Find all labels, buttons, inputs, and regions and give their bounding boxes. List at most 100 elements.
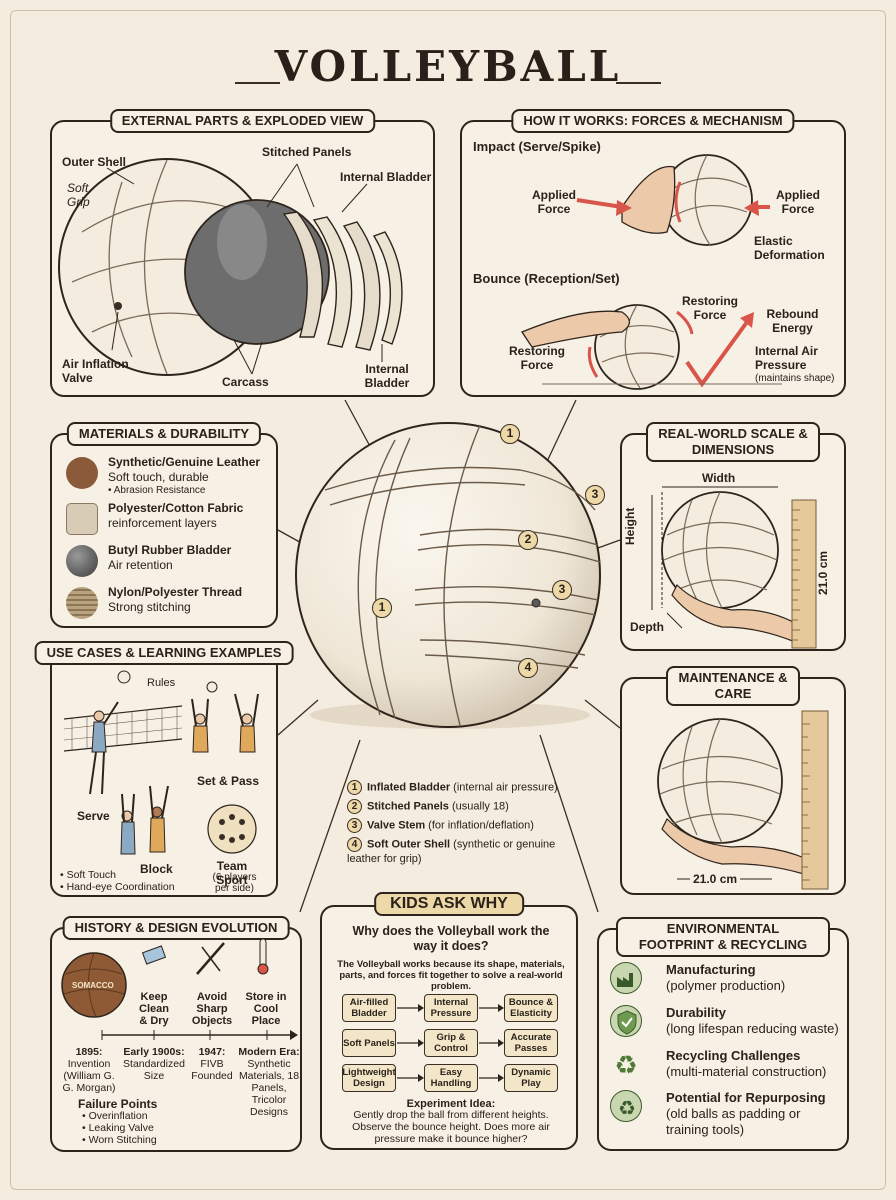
- timeline-entry: Modern Era:Synthetic Materials, 18 Panel…: [238, 1046, 300, 1118]
- use-cases-panel: USE CASES & LEARNING EXAMPLES Rules Set …: [34, 641, 294, 897]
- timeline-date: Modern Era:: [238, 1046, 300, 1058]
- kids-answer: The Volleyball works because its shape, …: [337, 959, 565, 992]
- flow-box: Dynamic Play: [504, 1064, 558, 1092]
- impact-label: Impact (Serve/Spike): [473, 139, 601, 154]
- maintains-shape-label: (maintains shape): [755, 373, 835, 384]
- serve-label: Serve: [77, 809, 110, 823]
- material-desc: reinforcement layers: [108, 516, 217, 530]
- timeline-date: Early 1900s:: [123, 1046, 185, 1058]
- air-valve-label: Air Inflation Valve: [62, 357, 129, 385]
- center-marker-1: 1: [500, 424, 520, 444]
- rubber-bladder-icon: [66, 545, 98, 577]
- height-label: Height: [623, 507, 637, 545]
- use-case-bullet: • Hand-eye Coordination: [60, 881, 175, 893]
- history-tip: Keep Clean & Dry: [139, 991, 169, 1027]
- flow-box: Internal Pressure: [424, 994, 478, 1022]
- history-illustration: [61, 938, 298, 1040]
- timeline-entry: 1895:Invention (William G. G. Morgan): [57, 1046, 121, 1094]
- material-name: Nylon/Polyester Thread: [108, 585, 243, 599]
- failure-item: • Overinflation: [82, 1110, 148, 1122]
- material-sub: • Abrasion Resistance: [108, 485, 206, 496]
- flow-box: Soft Panels: [342, 1029, 396, 1057]
- soft-grip-label: Soft Grip: [67, 181, 90, 209]
- legend-rest: (for inflation/deflation): [425, 819, 534, 832]
- timeline-desc: Synthetic Materials, 18 Panels, Tricolor…: [238, 1058, 300, 1118]
- env-name: Recycling Challenges: [666, 1048, 801, 1063]
- team-sport-sub: (6 players per side): [212, 872, 257, 894]
- env-title-text: ENVIRONMENTAL FOOTPRINT & RECYCLING: [638, 921, 808, 952]
- title-rule-right: [616, 82, 661, 84]
- internal-bladder-label-2: Internal Bladder: [364, 362, 410, 390]
- use-cases-title: USE CASES & LEARNING EXAMPLES: [34, 641, 294, 665]
- legend-num: 2: [347, 799, 362, 814]
- stitched-panels-label: Stitched Panels: [262, 145, 352, 159]
- center-marker-1b: 1: [372, 598, 392, 618]
- material-name: Polyester/Cotton Fabric: [108, 501, 244, 515]
- failure-item: • Worn Stitching: [82, 1134, 157, 1146]
- material-name: Butyl Rubber Bladder: [108, 543, 232, 557]
- legend-num: 1: [347, 780, 362, 795]
- env-desc: (long lifespan reducing waste): [666, 1021, 839, 1036]
- page-title: VOLLEYBALL: [274, 42, 622, 91]
- forces-illustration: [521, 154, 782, 390]
- recycle-icon: ♻: [610, 1048, 642, 1080]
- env-item: ♻ Recycling Challenges (multi-material c…: [610, 1048, 850, 1092]
- internal-bladder-label: Internal Bladder: [340, 170, 432, 184]
- material-desc: Strong stitching: [108, 600, 191, 614]
- env-title: ENVIRONMENTAL FOOTPRINT & RECYCLING: [616, 917, 830, 957]
- flow-box: Air-filled Bladder: [342, 994, 396, 1022]
- elastic-deformation-label: Elastic Deformation: [754, 234, 825, 262]
- center-marker-3: 3: [585, 485, 605, 505]
- env-desc: (old balls as padding or training tools): [666, 1106, 801, 1137]
- svg-text:♻: ♻: [614, 1050, 637, 1080]
- timeline-desc: Invention (William G. G. Morgan): [62, 1058, 116, 1094]
- rebound-energy-label: Rebound Energy: [766, 307, 819, 335]
- bounce-label: Bounce (Reception/Set): [473, 271, 620, 286]
- team-sport-label: Team Sport: [216, 859, 248, 887]
- timeline-entry: Early 1900s:Standardized Size: [122, 1046, 186, 1082]
- env-item: Durability (long lifespan reducing waste…: [610, 1005, 850, 1049]
- env-desc: (polymer production): [666, 978, 786, 993]
- kids-title: KIDS ASK WHY: [374, 892, 524, 916]
- center-marker-3b: 3: [552, 580, 572, 600]
- legend-num: 3: [347, 818, 362, 833]
- vintage-ball-text: SOMACCO: [72, 981, 114, 990]
- kids-flow-arrows: [397, 1004, 504, 1082]
- external-parts-panel: EXTERNAL PARTS & EXPLODED VIEW Outer She…: [50, 109, 435, 397]
- timeline-date: 1947:: [198, 1046, 226, 1058]
- env-name: Manufacturing: [666, 962, 756, 977]
- scale-illustration: [651, 486, 817, 649]
- depth-label: Depth: [630, 620, 664, 634]
- env-name: Potential for Repurposing: [666, 1090, 826, 1105]
- env-panel: ENVIRONMENTAL FOOTPRINT & RECYCLING: [597, 917, 849, 1151]
- use-cases-illustration: [63, 670, 259, 855]
- carcass-label: Carcass: [222, 375, 269, 389]
- kids-panel: KIDS ASK WHY Why does the Volleyball wor…: [320, 892, 578, 1150]
- maintenance-title-text: MAINTENANCE & CARE: [678, 670, 788, 701]
- history-title: HISTORY & DESIGN EVOLUTION: [62, 916, 290, 940]
- legend-bold: Inflated Bladder: [367, 781, 451, 794]
- factory-icon: [610, 962, 642, 994]
- leather-icon: [66, 457, 98, 489]
- scale-title-text: REAL-WORLD SCALE & DIMENSIONS: [658, 426, 808, 457]
- material-desc: Soft touch, durable: [108, 470, 209, 484]
- scale-panel: REAL-WORLD SCALE & DIMENSIONS Width Heig…: [620, 422, 846, 651]
- legend-rest: (usually 18): [448, 800, 509, 813]
- rules-label: Rules: [147, 677, 176, 689]
- materials-panel: MATERIALS & DURABILITY Synthetic/Genuine…: [50, 422, 278, 628]
- flow-box: Grip & Control: [424, 1029, 478, 1057]
- shield-check-icon: [610, 1005, 642, 1037]
- restoring-force-left: Restoring Force: [508, 344, 565, 372]
- failure-points-title: Failure Points: [78, 1097, 158, 1111]
- scale-title: REAL-WORLD SCALE & DIMENSIONS: [646, 422, 820, 462]
- timeline-entry: 1947:FIVB Founded: [187, 1046, 237, 1082]
- forces-panel: HOW IT WORKS: FORCES & MECHANISM Impact …: [460, 109, 846, 397]
- material-item: Synthetic/Genuine Leather Soft touch, du…: [66, 455, 286, 499]
- material-item: Butyl Rubber Bladder Air retention: [66, 543, 286, 587]
- outer-shell-label: Outer Shell: [62, 155, 127, 169]
- restoring-force-top: Restoring Force: [681, 294, 738, 322]
